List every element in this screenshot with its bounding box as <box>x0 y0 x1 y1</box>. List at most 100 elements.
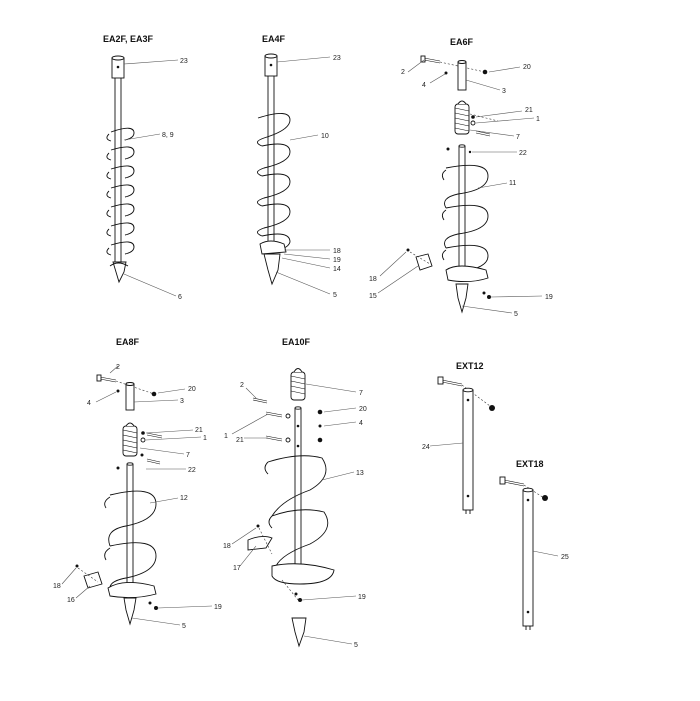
flighting-part <box>104 490 157 595</box>
callout-label: 5 <box>354 642 358 649</box>
callout-label: 1 <box>203 435 207 442</box>
bolt-part <box>265 411 283 418</box>
callout-label: 19 <box>333 257 341 264</box>
washer-part <box>444 71 448 75</box>
callout-label: 25 <box>561 554 569 561</box>
callout-label: 18 <box>369 276 377 283</box>
tip-part <box>455 283 469 314</box>
spring-part <box>122 422 138 457</box>
callout-label: 2 <box>116 364 120 371</box>
callout-label: 18 <box>223 543 231 550</box>
callout-label: 18 <box>53 583 61 590</box>
ext12-assembly: EXT12 24 <box>422 361 495 514</box>
cutter-part <box>271 563 335 585</box>
callout-label: 23 <box>180 58 188 65</box>
tooth-part <box>247 535 273 551</box>
callout-label: 19 <box>358 594 366 601</box>
callout-label: 14 <box>333 266 341 273</box>
cutter-part <box>259 240 287 255</box>
ext18-assembly: EXT18 25 <box>499 459 569 630</box>
callout-label: 13 <box>356 470 364 477</box>
callout-label: 7 <box>516 134 520 141</box>
callout-label: 15 <box>369 293 377 300</box>
nut-part <box>151 391 157 397</box>
spring-part <box>290 368 306 401</box>
bolt-part <box>423 57 441 64</box>
tip-part <box>263 253 281 286</box>
callout-label: 12 <box>180 495 188 502</box>
callout-label: 20 <box>188 386 196 393</box>
tip-part <box>112 261 127 284</box>
nut-part <box>542 495 548 501</box>
nut-part <box>317 409 323 415</box>
callout-label: 10 <box>321 133 329 140</box>
callout-label: 21 <box>525 107 533 114</box>
ext12-title: EXT12 <box>456 361 484 371</box>
bolt-part <box>146 432 163 439</box>
callout-label: 22 <box>188 467 196 474</box>
callout-label: 3 <box>180 398 184 405</box>
adapter-part <box>457 61 467 91</box>
nut-part <box>489 405 495 411</box>
callout-label: 19 <box>214 604 222 611</box>
ea6f-assembly: EA6F <box>369 37 553 318</box>
cutter-part <box>445 265 489 283</box>
ea10f-title: EA10F <box>282 337 311 347</box>
callout-label: 2 <box>240 382 244 389</box>
callout-label: 4 <box>422 82 426 89</box>
ea2f-ea3f-assembly: EA2F, EA3F 23 8, 9 6 <box>103 34 188 301</box>
callout-label: 8, 9 <box>162 132 174 139</box>
callout-label: 11 <box>509 180 516 187</box>
ext18-title: EXT18 <box>516 459 544 469</box>
bolt-part <box>252 397 268 404</box>
callout-label: 2 <box>401 69 405 76</box>
callout-label: 17 <box>233 565 241 572</box>
bolt-part <box>265 435 283 442</box>
ea8f-title: EA8F <box>116 337 140 347</box>
tip-part <box>123 597 137 626</box>
callout-label: 7 <box>359 390 363 397</box>
callout-label: 21 <box>236 437 244 444</box>
tooth-part <box>83 571 103 589</box>
callout-label: 18 <box>333 248 341 255</box>
callout-label: 5 <box>182 623 186 630</box>
callout-label: 4 <box>359 420 363 427</box>
callout-label: 5 <box>514 311 518 318</box>
tooth-part <box>415 253 433 271</box>
cutter-part <box>107 582 157 599</box>
ea10f-assembly: EA10F <box>223 337 367 649</box>
callout-label: 4 <box>87 400 91 407</box>
flighting-part <box>264 455 329 567</box>
extension-shaft-part <box>462 389 474 511</box>
bolt-part <box>475 130 491 137</box>
callout-label: 23 <box>333 55 341 62</box>
extension-shaft-part <box>522 489 534 627</box>
callout-label: 24 <box>422 444 430 451</box>
callout-label: 3 <box>502 88 506 95</box>
callout-label: 21 <box>195 427 203 434</box>
ea2f-ea3f-title: EA2F, EA3F <box>103 34 154 44</box>
adapter-part <box>125 383 135 411</box>
ea6f-title: EA6F <box>450 37 474 47</box>
callout-label: 1 <box>224 433 228 440</box>
bolt-part <box>146 458 161 465</box>
callout-label: 7 <box>186 452 190 459</box>
callout-label: 1 <box>536 116 540 123</box>
callout-label: 6 <box>178 294 182 301</box>
callout-label: 16 <box>67 597 75 604</box>
callout-label: 5 <box>333 292 337 299</box>
spring-part <box>454 100 470 135</box>
nut-part <box>482 69 488 75</box>
callout-label: 20 <box>359 406 367 413</box>
callout-label: 19 <box>545 294 553 301</box>
ea8f-assembly: EA8F <box>53 337 222 630</box>
tip-part <box>291 617 307 648</box>
flighting-part <box>106 127 135 256</box>
ea4f-assembly: EA4F 23 10 18 19 14 5 <box>257 34 341 299</box>
bolt-part <box>99 376 117 383</box>
bolt-part <box>441 379 463 387</box>
callout-label: 20 <box>523 64 531 71</box>
ea4f-title: EA4F <box>262 34 286 44</box>
bolt-part <box>503 479 525 487</box>
